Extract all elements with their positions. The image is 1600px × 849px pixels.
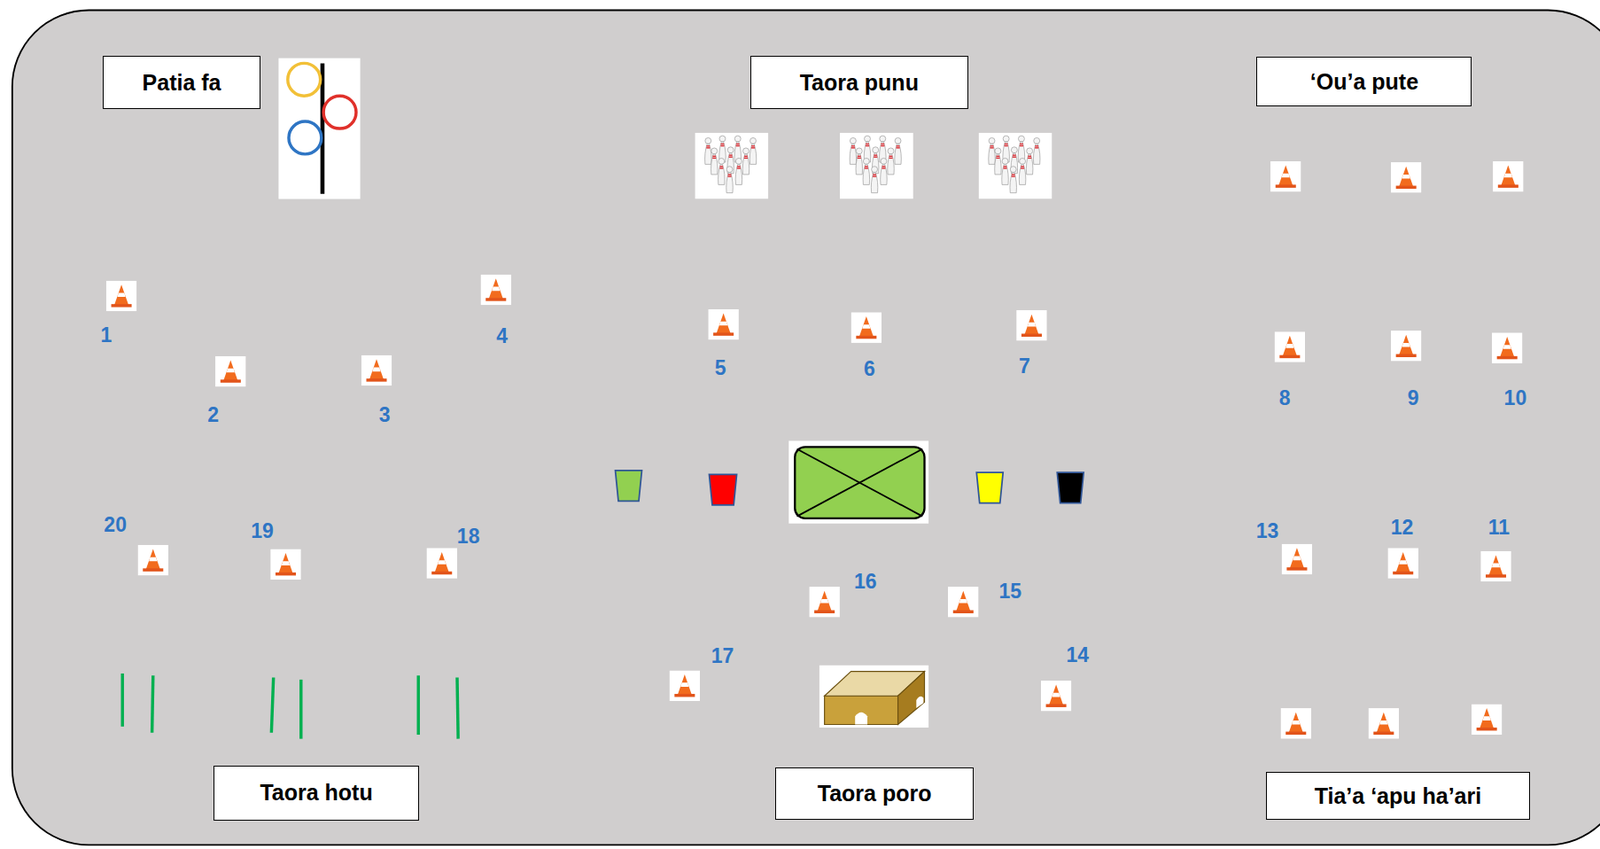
callout-number: 8 xyxy=(1279,388,1291,409)
station-label: Taora punu xyxy=(750,55,969,109)
station-name: Patia fa xyxy=(142,69,222,96)
callout-number: 17 xyxy=(711,645,735,667)
callout-number: 9 xyxy=(1407,388,1420,409)
callout-number: 12 xyxy=(1390,517,1414,538)
station-name: Tia’a ‘apu ha’ari xyxy=(1314,783,1483,809)
station-label: Taora poro xyxy=(775,767,975,820)
callout-number: 16 xyxy=(854,571,878,592)
callout-number: 10 xyxy=(1504,388,1528,409)
station-name: Taora hotu xyxy=(259,779,373,806)
callout-number: 15 xyxy=(998,581,1022,602)
callout-number: 5 xyxy=(714,357,727,379)
callout-number: 7 xyxy=(1018,356,1031,377)
callout-number: 6 xyxy=(863,358,876,380)
callout-number: 4 xyxy=(496,326,508,347)
station-name: ‘Ou’a pute xyxy=(1310,69,1419,95)
station-name: Taora punu xyxy=(800,69,919,96)
callout-number: 20 xyxy=(103,514,127,536)
callout-number: 19 xyxy=(250,520,274,542)
station-label: ‘Ou’a pute xyxy=(1256,56,1472,107)
callout-number: 1 xyxy=(100,325,112,346)
callout-number: 14 xyxy=(1065,644,1089,666)
station-name: Taora poro xyxy=(817,780,933,807)
callout-number: 2 xyxy=(207,404,219,426)
callout-number: 18 xyxy=(457,526,481,547)
station-label: Patia fa xyxy=(102,55,260,109)
station-label: Tia’a ‘apu ha’ari xyxy=(1266,771,1531,820)
callout-number: 13 xyxy=(1256,520,1280,542)
station-label: Taora hotu xyxy=(213,765,420,821)
callout-number: 3 xyxy=(379,404,391,426)
callout-number: 11 xyxy=(1488,517,1510,538)
